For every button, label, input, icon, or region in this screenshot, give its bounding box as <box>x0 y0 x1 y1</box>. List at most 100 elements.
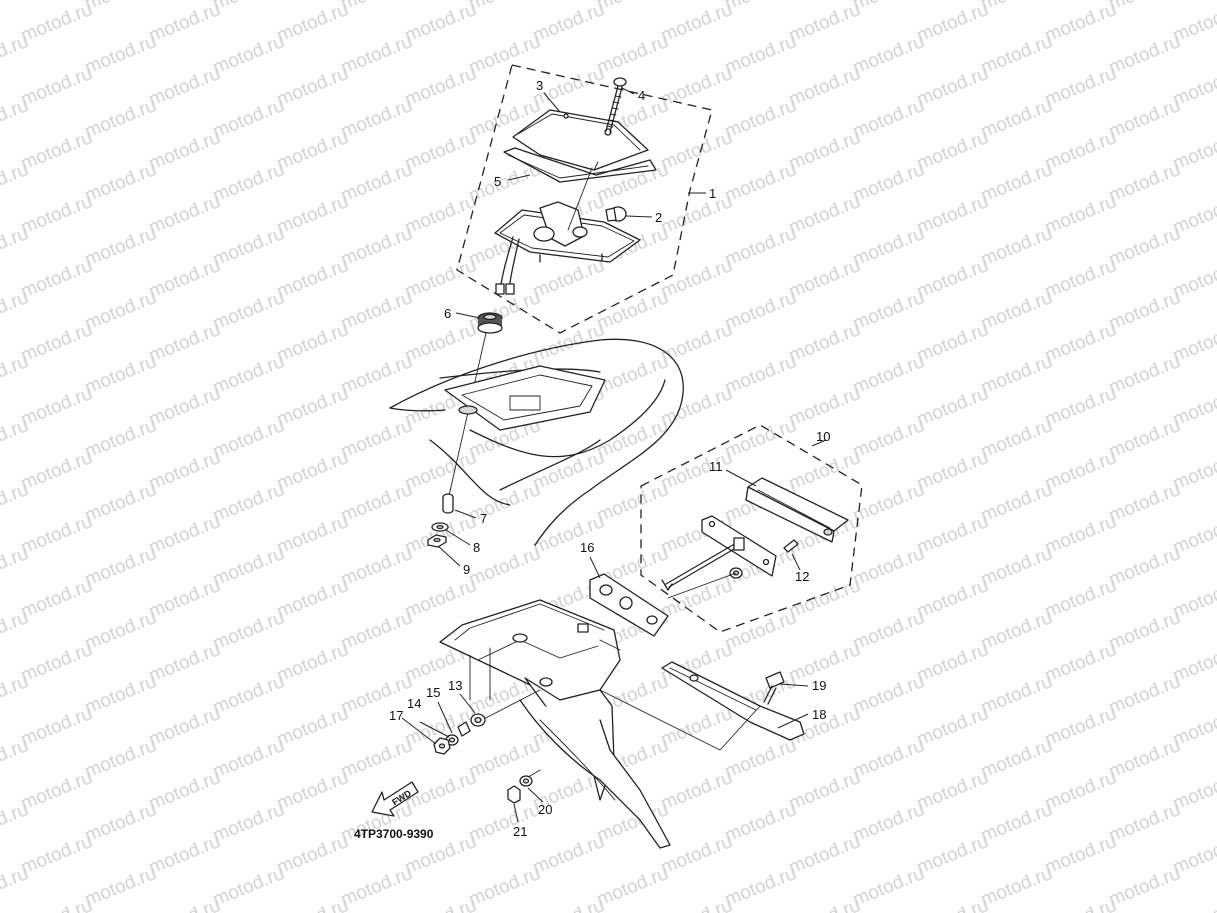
watermark-text: motod.ru <box>466 735 543 783</box>
watermark-text: motod.ru <box>466 0 543 15</box>
watermark-text: motod.ru <box>1106 607 1183 655</box>
watermark-text: motod.ru <box>1042 383 1119 431</box>
watermark-text: motod.ru <box>82 671 159 719</box>
watermark-text: motod.ru <box>850 799 927 847</box>
watermark-text: motod.ru <box>146 639 223 687</box>
watermark-text: motod.ru <box>1042 319 1119 367</box>
watermark-text: motod.ru <box>1042 191 1119 239</box>
callout-18: 18 <box>812 707 826 722</box>
watermark-text: motod.ru <box>18 447 95 495</box>
watermark-text: motod.ru <box>722 351 799 399</box>
watermark-text: motod.ru <box>82 799 159 847</box>
watermark-text: motod.ru <box>1106 0 1183 15</box>
watermark-text: motod.ru <box>274 447 351 495</box>
callout-1: 1 <box>709 186 716 201</box>
watermark-text: motod.ru <box>786 127 863 175</box>
watermark-text: motod.ru <box>466 31 543 79</box>
watermark-text: motod.ru <box>978 479 1055 527</box>
watermark-text: motod.ru <box>914 0 991 47</box>
watermark-text: motod.ru <box>402 511 479 559</box>
watermark-text: motod.ru <box>274 383 351 431</box>
watermark-text: motod.ru <box>82 287 159 335</box>
watermark-text: motod.ru <box>978 287 1055 335</box>
watermark-text: motod.ru <box>1106 351 1183 399</box>
taillight-assembly <box>456 64 713 334</box>
watermark-text: motod.ru <box>82 95 159 143</box>
watermark-text: motod.ru <box>914 383 991 431</box>
watermark-text: motod.ru <box>1106 799 1183 847</box>
watermark-text: motod.ru <box>402 0 479 47</box>
watermark-text: motod.ru <box>722 607 799 655</box>
watermark-text: motod.ru <box>786 63 863 111</box>
watermark-text: motod.ru <box>658 63 735 111</box>
rear-fender-cowl <box>389 338 684 546</box>
grommet-part-6 <box>477 312 503 334</box>
watermark-text: motod.ru <box>850 31 927 79</box>
watermark-text: motod.ru <box>850 287 927 335</box>
taillight-gasket <box>503 147 657 183</box>
watermark-text: motod.ru <box>978 607 1055 655</box>
watermark-text: motod.ru <box>210 607 287 655</box>
watermark-text: motod.ru <box>210 479 287 527</box>
watermark-text: motod.ru <box>210 287 287 335</box>
callout-10: 10 <box>816 429 830 444</box>
watermark-text: motod.ru <box>914 319 991 367</box>
watermark-text: motod.ru <box>1042 767 1119 815</box>
watermark-text: motod.ru <box>82 415 159 463</box>
collar-part-7 <box>442 493 454 514</box>
watermark-text: motod.ru <box>82 351 159 399</box>
bulb-part-2 <box>605 206 627 222</box>
watermark-text: motod.ru <box>402 895 479 913</box>
watermark-text: motod.ru <box>402 255 479 303</box>
watermark-text: motod.ru <box>658 319 735 367</box>
watermark-text: motod.ru <box>146 191 223 239</box>
watermark-text: motod.ru <box>0 0 31 15</box>
watermark-text: motod.ru <box>530 0 607 47</box>
watermark-text: motod.ru <box>1042 0 1119 47</box>
watermark-text: motod.ru <box>338 351 415 399</box>
watermark-text: motod.ru <box>1042 831 1119 879</box>
watermark-text: motod.ru <box>658 831 735 879</box>
watermark-text: motod.ru <box>338 735 415 783</box>
watermark-text: motod.ru <box>786 895 863 913</box>
collar-part-13 <box>470 713 486 727</box>
watermark-text: motod.ru <box>978 671 1055 719</box>
watermark-text: motod.ru <box>210 95 287 143</box>
watermark-text: motod.ru <box>722 0 799 15</box>
watermark-text: motod.ru <box>914 511 991 559</box>
watermark-text: motod.ru <box>658 895 735 913</box>
watermark-text: motod.ru <box>338 671 415 719</box>
watermark-text: motod.ru <box>850 479 927 527</box>
watermark-text: motod.ru <box>82 607 159 655</box>
watermark-text: motod.ru <box>850 0 927 15</box>
watermark-text: motod.ru <box>1106 479 1183 527</box>
watermark-text: motod.ru <box>530 255 607 303</box>
watermark-text: motod.ru <box>274 255 351 303</box>
watermark-text: motod.ru <box>1106 159 1183 207</box>
watermark-text: motod.ru <box>786 447 863 495</box>
watermark-text: motod.ru <box>1106 31 1183 79</box>
watermark-text: motod.ru <box>850 159 927 207</box>
watermark-text: motod.ru <box>210 159 287 207</box>
mudguard-bracket <box>439 599 671 849</box>
watermark-text: motod.ru <box>146 447 223 495</box>
watermark-text: motod.ru <box>914 63 991 111</box>
watermark-text: motod.ru <box>914 639 991 687</box>
watermark-text: motod.ru <box>18 511 95 559</box>
callout-leaders <box>401 87 827 823</box>
watermark-text: motod.ru <box>82 479 159 527</box>
watermark-text: motod.ru <box>146 703 223 751</box>
bolt-part-19 <box>763 671 785 705</box>
watermark-text: motod.ru <box>530 895 607 913</box>
watermark-text: motod.ru <box>466 799 543 847</box>
watermark-text: motod.ru <box>658 383 735 431</box>
watermark-text: motod.ru <box>338 31 415 79</box>
callout-2: 2 <box>655 210 662 225</box>
callout-5: 5 <box>494 174 501 189</box>
watermark-text: motod.ru <box>402 319 479 367</box>
diagram-code: 4TP3700-9390 <box>354 827 434 841</box>
watermark-text: motod.ru <box>1042 703 1119 751</box>
callout-6: 6 <box>444 306 451 321</box>
watermark-text: motod.ru <box>914 831 991 879</box>
